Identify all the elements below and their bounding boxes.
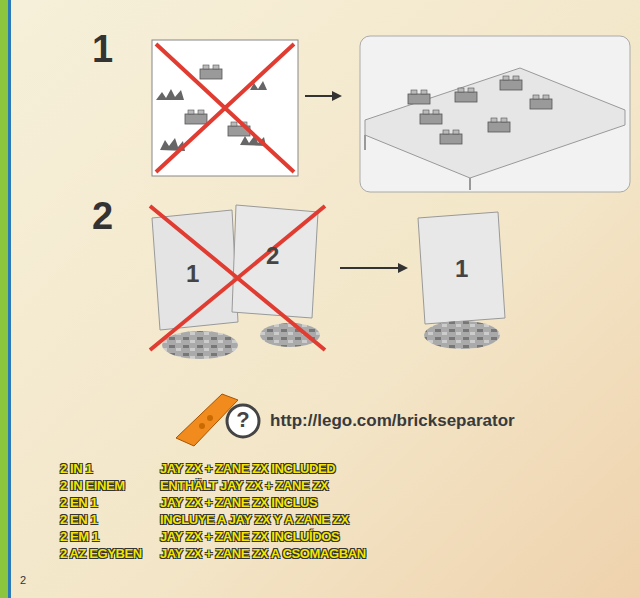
language-note: JAY ZX + ZANE ZX A CSOMAGBAN (160, 546, 366, 561)
language-note: JAY ZX + ZANE ZX INCLUDED (160, 461, 335, 476)
language-tag: 2 IN EINEM (60, 478, 125, 493)
step-number: 1 (92, 28, 113, 71)
page-number: 2 (20, 574, 26, 586)
help-symbol: ? (226, 407, 260, 433)
language-tag: 2 EM 1 (60, 529, 99, 544)
language-note: ENTHÄLT JAY ZX + ZANE ZX (160, 478, 328, 493)
language-note: JAY ZX + ZANE ZX INCLUS (160, 495, 317, 510)
bag-number: 2 (266, 242, 279, 270)
language-note: INCLUYE A JAY ZX Y A ZANE ZX (160, 512, 349, 527)
step-number: 2 (92, 195, 113, 238)
language-tag: 2 EN 1 (60, 512, 97, 527)
bag-number: 1 (455, 255, 468, 283)
web-address: http://lego.com/brickseparator (270, 411, 515, 431)
language-note: JAY ZX + ZANE ZX INCLUÍDOS (160, 529, 339, 544)
language-tag: 2 IN 1 (60, 461, 92, 476)
bag-number: 1 (186, 260, 199, 288)
language-tag: 2 AZ EGYBEN (60, 546, 142, 561)
language-tag: 2 EN 1 (60, 495, 97, 510)
